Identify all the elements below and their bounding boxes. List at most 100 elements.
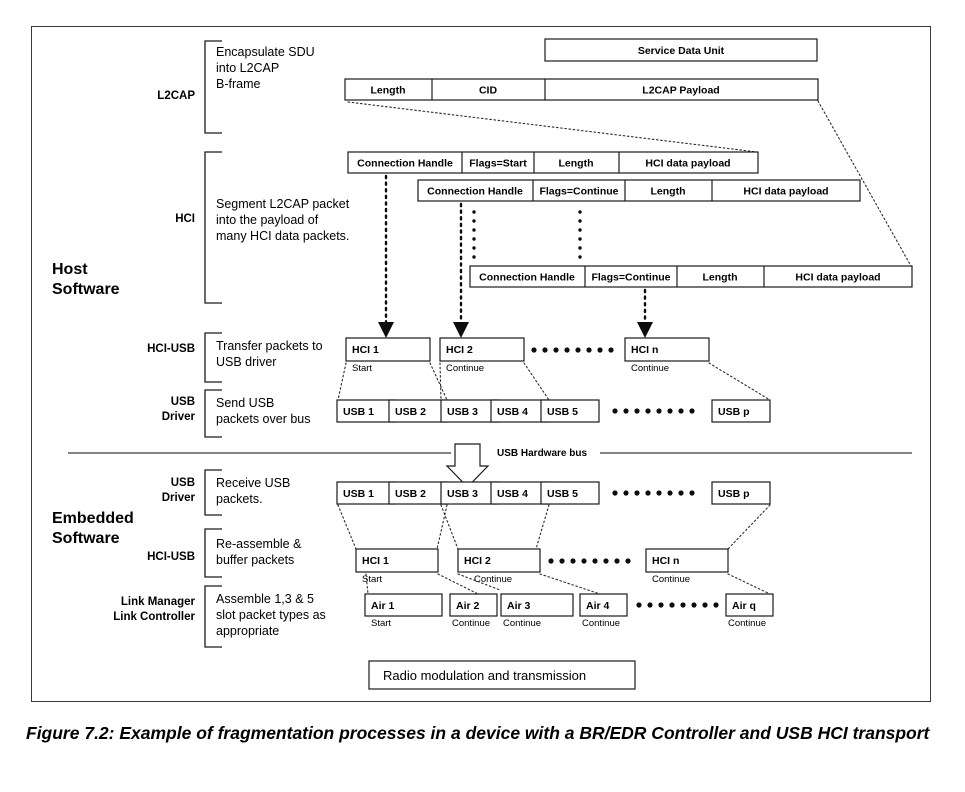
layer-label-usb-driver-emb: USB [171, 477, 195, 489]
hci2-field-payload: HCI data payload [743, 186, 828, 198]
usb-emb-box-1: USB 1 [336, 481, 396, 505]
l2cap-field-cid: CID [479, 85, 498, 97]
usb-host-4-label: USB 4 [497, 406, 528, 418]
usb-hardware-bus-label: USB Hardware bus [497, 448, 587, 459]
air-2-sublabel: Continue [452, 618, 490, 629]
hci1-field-handle: Connection Handle [357, 158, 453, 170]
leader-usb4-hci2e [535, 504, 550, 550]
air-box-3: Air 3 Continue [500, 593, 574, 629]
air-box-2: Air 2 Continue [449, 593, 498, 629]
hci1-field-length: Length [559, 158, 594, 170]
layer-desc-l2cap-2: into L2CAP [216, 61, 279, 75]
hci-emb-box-2: HCI 2 Continue [457, 548, 541, 585]
leader-usb3-hci2e [440, 504, 459, 550]
air-q-label: Air q [732, 600, 756, 612]
hci3-field-flags: Flags=Continue [591, 272, 670, 284]
hci-host-1-label: HCI 1 [352, 344, 379, 356]
leader-usb2-hci1e [436, 504, 448, 550]
hci-emb-2-sublabel: Continue [474, 574, 512, 585]
leader-hci1e-air2 [437, 573, 479, 595]
air-ellipsis [636, 602, 719, 608]
hci-host-ellipsis [531, 347, 614, 353]
usb-emb-box-2: USB 2 [388, 481, 448, 505]
usb-emb-p-label: USB p [718, 488, 750, 500]
bracket-usb-driver-host [204, 389, 222, 438]
layer-label-hci: HCI [175, 213, 195, 225]
hci-packet-row-2: Connection Handle Flags=Continue Length … [417, 179, 861, 202]
l2cap-field-length: Length [371, 85, 406, 97]
hci3-field-handle: Connection Handle [479, 272, 575, 284]
hci2-field-flags: Flags=Continue [539, 186, 618, 198]
usb-emb-2-label: USB 2 [395, 488, 426, 500]
section-title-embedded-line2: Software [52, 530, 120, 547]
layer-desc-lm-1: Assemble 1,3 & 5 [216, 592, 314, 606]
usb-host-2-label: USB 2 [395, 406, 426, 418]
usb-emb-1-label: USB 1 [343, 488, 374, 500]
hci-emb-2-label: HCI 2 [464, 555, 491, 567]
usb-emb-box-5: USB 5 [540, 481, 600, 505]
leader-hci2-usb3 [439, 362, 442, 401]
vertical-ellipsis-2 [578, 210, 582, 259]
leader-hcine-airq [727, 573, 771, 595]
layer-desc-hci-3: many HCI data packets. [216, 229, 349, 243]
hci-emb-box-1: HCI 1 Start [355, 548, 439, 585]
hci-emb-ellipsis [548, 558, 631, 564]
arrow-hci-row3-to-hcin [637, 288, 653, 338]
figure-caption: Figure 7.2: Example of fragmentation pro… [26, 723, 930, 743]
usb-host-box-2: USB 2 [388, 399, 448, 423]
bracket-usb-driver-emb [204, 469, 222, 516]
layer-label-hci-usb-emb: HCI-USB [147, 551, 195, 563]
layer-label-usb-driver-emb-2: Driver [162, 492, 196, 504]
bracket-link-manager [204, 585, 222, 648]
section-title-host-line1: Host [52, 261, 88, 278]
air-4-sublabel: Continue [582, 618, 620, 629]
leader-hci1-usb1 [337, 362, 347, 401]
hci-emb-n-sublabel: Continue [652, 574, 690, 585]
usb-host-1-label: USB 1 [343, 406, 374, 418]
hci2-field-handle: Connection Handle [427, 186, 523, 198]
vertical-ellipsis-1 [472, 210, 476, 259]
hci-emb-1-sublabel: Start [362, 574, 382, 585]
leader-usbp-hcine [727, 504, 771, 550]
layer-desc-lm-3: appropriate [216, 624, 279, 638]
air-box-q: Air q Continue [725, 593, 774, 629]
sdu-packet: Service Data Unit [544, 38, 818, 62]
layer-label-hci-usb-host: HCI-USB [147, 343, 195, 355]
sdu-label: Service Data Unit [638, 45, 725, 57]
bracket-hci-usb-host [204, 332, 222, 383]
hci-host-box-2: HCI 2 Continue [439, 337, 525, 374]
air-box-1: Air 1 Start [364, 593, 443, 629]
hci3-field-length: Length [703, 272, 738, 284]
arrow-hci-row1-to-hci1 [378, 174, 394, 338]
hci-emb-1-label: HCI 1 [362, 555, 389, 567]
hci2-field-length: Length [651, 186, 686, 198]
layer-desc-hciusbe-2: buffer packets [216, 553, 294, 567]
usb-host-box-4: USB 4 [490, 399, 550, 423]
leader-usb1-hci1e [337, 504, 357, 550]
usb-host-3-label: USB 3 [447, 406, 478, 418]
hci1-field-flags: Flags=Start [469, 158, 527, 170]
section-title-host-line2: Software [52, 281, 120, 298]
air-4-label: Air 4 [586, 600, 610, 612]
layer-desc-usbde-2: packets. [216, 492, 263, 506]
hci-host-2-label: HCI 2 [446, 344, 473, 356]
usb-emb-5-label: USB 5 [547, 488, 578, 500]
figure-border [31, 26, 931, 702]
hci-host-2-sublabel: Continue [446, 363, 484, 374]
layer-desc-hciusbe-1: Re-assemble & [216, 537, 302, 551]
arrow-hci-row2-to-hci2 [453, 202, 469, 338]
radio-box: Radio modulation and transmission [368, 660, 636, 690]
hci-packet-row-1: Connection Handle Flags=Start Length HCI… [347, 151, 759, 174]
hci-host-n-label: HCI n [631, 344, 658, 356]
air-2-label: Air 2 [456, 600, 480, 612]
bracket-hci-usb-emb [204, 528, 222, 578]
usb-emb-box-p: USB p [711, 481, 771, 505]
usb-host-box-3: USB 3 [440, 399, 500, 423]
hci-host-box-1: HCI 1 Start [345, 337, 431, 374]
layer-desc-hciusbh-1: Transfer packets to [216, 339, 323, 353]
layer-desc-usbdh-2: packets over bus [216, 412, 311, 426]
l2cap-field-payload: L2CAP Payload [642, 85, 719, 97]
layer-desc-hci-1: Segment L2CAP packet [216, 197, 350, 211]
layer-desc-l2cap-1: Encapsulate SDU [216, 45, 315, 59]
